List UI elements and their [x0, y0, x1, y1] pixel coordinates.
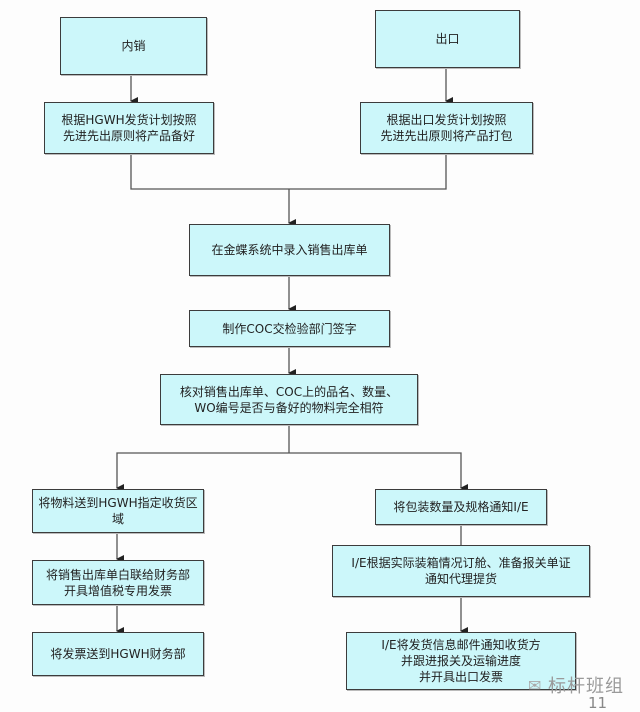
node-ie-booking: I/E根据实际装箱情况订舱、准备报关单证 通知代理提货	[332, 545, 590, 597]
node-invoice-to-hgwh: 将发票送到HGWH财务部	[32, 632, 204, 676]
node-kingdee-entry: 在金蝶系统中录入销售出库单	[189, 224, 390, 276]
node-export-pack: 根据出口发货计划按照 先进先出原则将产品打包	[360, 102, 533, 154]
arrow-split-right	[289, 452, 468, 492]
node-notify-ie: 将包装数量及规格通知I/E	[375, 489, 547, 525]
node-verify: 核对销售出库单、COC上的品名、数量、 WO编号是否与备好的物料完全相符	[160, 374, 418, 425]
node-coc-sign: 制作COC交检验部门签字	[189, 310, 390, 347]
page-number: 11	[588, 694, 608, 712]
watermark-text: 标杆班组	[548, 676, 624, 697]
merge-line	[130, 153, 447, 190]
node-white-copy-finance: 将销售出库单白联给财务部 开具增值税专用发票	[32, 560, 204, 605]
wechat-icon: ✉	[528, 676, 542, 695]
node-deliver-hgwh: 将物料送到HGWH指定收货区域	[32, 489, 204, 533]
node-ie-email: I/E将发货信息邮件通知收货方 并跟进报关及运输进度 并开具出口发票	[346, 632, 576, 690]
node-domestic-prepare: 根据HGWH发货计划按照 先进先出原则将产品备好	[44, 102, 214, 154]
node-domestic: 内销	[60, 17, 207, 75]
node-export: 出口	[375, 10, 520, 68]
arrow-split-left	[116, 452, 289, 492]
